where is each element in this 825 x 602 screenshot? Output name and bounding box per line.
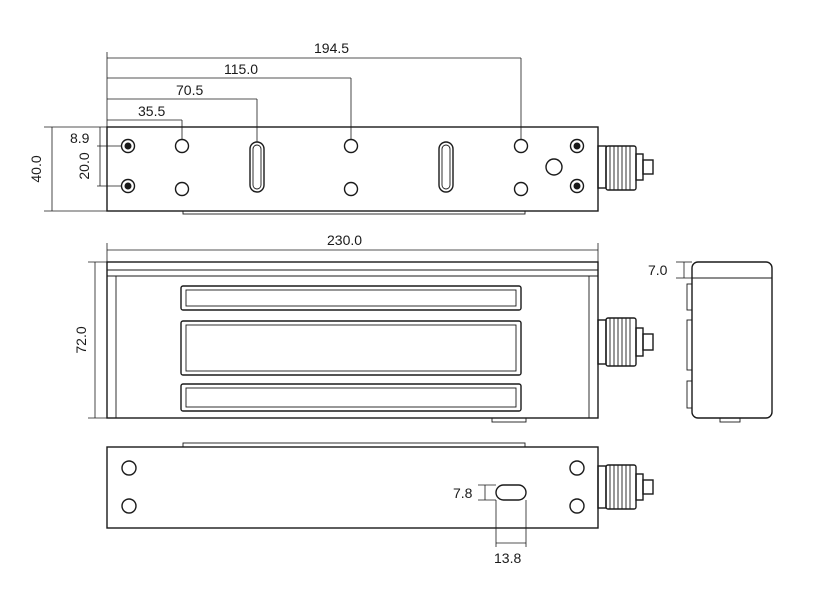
dim-label-20-0: 20.0 <box>76 152 92 179</box>
bottom-view-slot <box>495 484 527 501</box>
dim-label-7-0: 7.0 <box>648 262 668 278</box>
dim-label-13-8: 13.8 <box>494 550 521 566</box>
dim-label-8-9: 8.9 <box>70 130 90 146</box>
top-view-mount-holes-left <box>120 138 136 194</box>
dim-label-230-0: 230.0 <box>327 232 362 248</box>
top-view-slots <box>249 141 454 193</box>
front-view-magnet-strips <box>180 285 522 412</box>
dim-label-7-8: 7.8 <box>453 485 473 501</box>
bottom-view-connector <box>597 464 654 510</box>
bottom-view <box>106 442 599 547</box>
dim-label-40-0: 40.0 <box>28 155 44 182</box>
top-view-dimensions <box>44 52 522 212</box>
top-view-plain-holes <box>174 138 563 197</box>
side-view-body <box>691 261 773 419</box>
dim-label-72-0: 72.0 <box>73 326 89 353</box>
front-view-connector <box>597 317 654 367</box>
front-view-dimensions <box>88 243 599 419</box>
dim-label-115-0: 115.0 <box>224 61 258 77</box>
side-view <box>676 261 773 423</box>
front-view <box>106 261 599 423</box>
dim-label-35-5: 35.5 <box>138 103 165 119</box>
top-view-mount-holes-right <box>569 138 585 194</box>
dim-label-70-5: 70.5 <box>176 82 203 98</box>
top-view <box>106 126 599 215</box>
top-view-connector <box>597 145 654 191</box>
dim-label-194-5: 194.5 <box>314 40 349 56</box>
top-view-base-lip <box>182 210 526 215</box>
bottom-view-holes <box>121 460 585 514</box>
